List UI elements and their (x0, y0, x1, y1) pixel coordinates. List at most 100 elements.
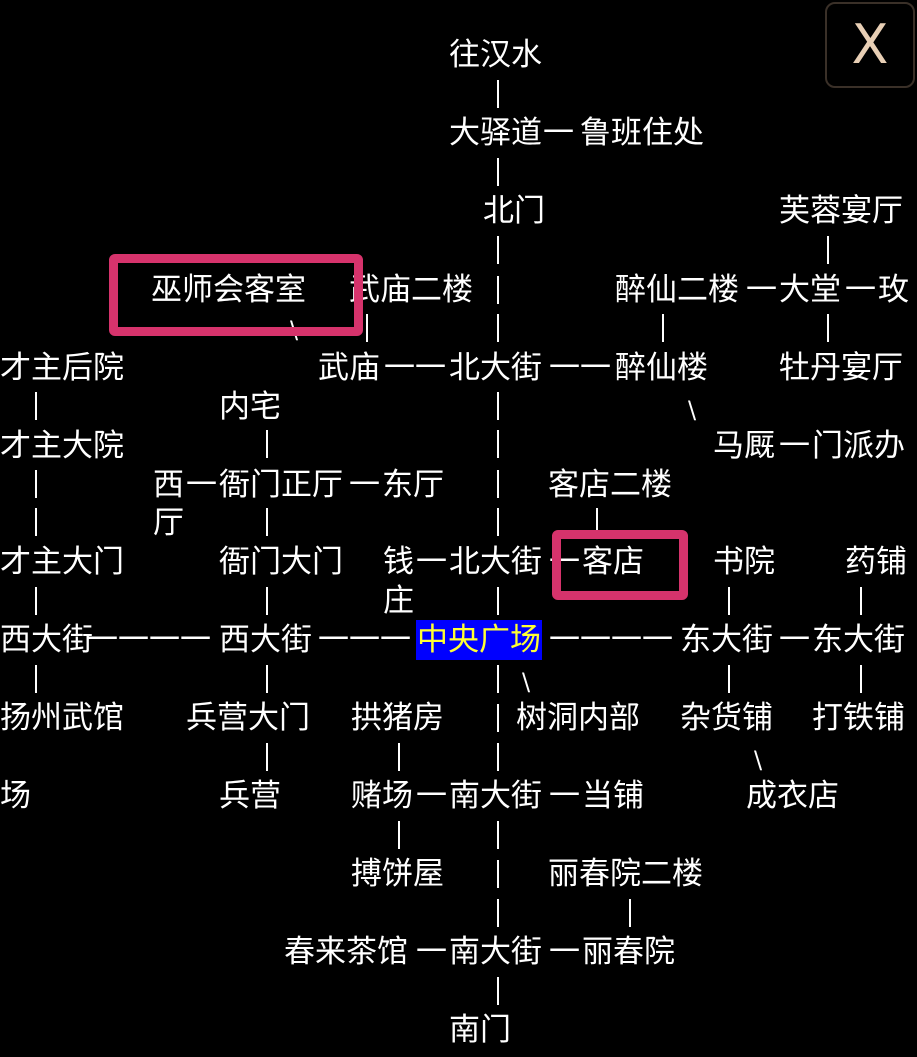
path-horizontal: 一 (186, 467, 217, 503)
room-kedian[interactable]: 客店 (582, 544, 644, 580)
room-menpai[interactable]: 门派办 (812, 428, 905, 464)
room-mapeng[interactable]: 马厩 (713, 428, 775, 464)
room-nandajie-south[interactable]: 南大街 (449, 934, 542, 970)
path-vertical (35, 470, 37, 498)
room-dongdajie-east[interactable]: 东大街 (812, 622, 905, 658)
path-horizontal: 一 (779, 428, 810, 464)
room-furong-yanting[interactable]: 芙蓉宴厅 (779, 193, 903, 229)
path-vertical (35, 587, 37, 615)
path-horizontal: 一 (549, 934, 580, 970)
room-shudong-neibu[interactable]: 树洞内部 (516, 700, 640, 736)
path-vertical (497, 508, 499, 536)
path-vertical (497, 860, 499, 888)
room-dayidao[interactable]: 大驿道 (449, 115, 542, 151)
close-button[interactable]: X (825, 2, 915, 88)
room-zahuopu[interactable]: 杂货铺 (680, 700, 773, 736)
room-neizhai[interactable]: 内宅 (219, 389, 281, 425)
path-vertical (728, 665, 730, 693)
close-icon: X (851, 13, 889, 76)
room-nanmen[interactable]: 南门 (449, 1012, 511, 1048)
path-horizontal: 一一一一 (87, 622, 211, 658)
room-wumiao-erlou[interactable]: 武庙二楼 (349, 272, 473, 308)
path-horizontal: 一 (549, 778, 580, 814)
path-horizontal: 一一 (549, 350, 611, 386)
room-bobingwu[interactable]: 搏饼屋 (351, 856, 444, 892)
path-vertical (497, 470, 499, 498)
room-zuixian-erlou[interactable]: 醉仙二楼 (615, 272, 739, 308)
room-chunlai-chaguan[interactable]: 春来茶馆 (284, 934, 408, 970)
path-vertical (35, 392, 37, 420)
room-lichunyuan-erlou[interactable]: 丽春院二楼 (548, 856, 703, 892)
room-kedian-erlou[interactable]: 客店二楼 (548, 467, 672, 503)
room-chengyidian[interactable]: 成衣店 (746, 778, 839, 814)
path-vertical (266, 665, 268, 693)
room-wang-hanshui[interactable]: 往汉水 (449, 37, 542, 73)
room-zuixianlou[interactable]: 醉仙楼 (615, 350, 708, 386)
room-luban-zhuchu[interactable]: 鲁班住处 (580, 115, 704, 151)
room-mei[interactable]: 玫 (878, 272, 909, 308)
room-nandajie[interactable]: 南大街 (449, 778, 542, 814)
room-wumiao[interactable]: 武庙 (318, 350, 380, 386)
path-vertical (728, 587, 730, 615)
room-shuyuan[interactable]: 书院 (713, 544, 775, 580)
path-diagonal: \ (688, 396, 697, 424)
path-vertical (497, 314, 499, 342)
path-vertical (497, 430, 499, 458)
room-ting[interactable]: 厅 (153, 505, 184, 541)
path-vertical (497, 743, 499, 771)
room-zhongyang-guangchang-current[interactable]: 中央广场 (416, 620, 542, 660)
path-vertical (662, 314, 664, 342)
room-xidajie[interactable]: 西大街 (219, 622, 312, 658)
room-yamen-damen[interactable]: 衙门大门 (219, 544, 343, 580)
path-horizontal: 一一一一 (549, 622, 673, 658)
path-vertical (266, 587, 268, 615)
path-vertical (497, 158, 499, 186)
path-diagonal: \ (754, 746, 763, 774)
path-vertical (366, 314, 368, 342)
room-datang[interactable]: 大堂 (779, 272, 841, 308)
room-dangpu[interactable]: 当铺 (582, 778, 644, 814)
path-horizontal: 一 (416, 544, 447, 580)
room-yangzhou-wuguan[interactable]: 扬州武馆 (0, 700, 124, 736)
room-gongzhufang[interactable]: 拱猪房 (351, 700, 444, 736)
room-lichunyuan[interactable]: 丽春院 (582, 934, 675, 970)
room-dongdajie[interactable]: 东大街 (680, 622, 773, 658)
path-horizontal: 一 (416, 778, 447, 814)
path-vertical (860, 665, 862, 693)
room-beidajie-south[interactable]: 北大街 (449, 544, 542, 580)
room-yamen-zhengting[interactable]: 衙门正厅 (219, 467, 343, 503)
room-xi[interactable]: 西 (153, 467, 184, 503)
path-vertical (497, 80, 499, 108)
path-vertical (827, 236, 829, 264)
room-beimen[interactable]: 北门 (483, 193, 545, 229)
room-yaopu[interactable]: 药铺 (845, 544, 907, 580)
room-datiepu[interactable]: 打铁铺 (812, 700, 905, 736)
path-horizontal: 一 (549, 544, 580, 580)
room-dongting[interactable]: 东厅 (382, 467, 444, 503)
room-caizhu-houyuan[interactable]: 才主后院 (0, 350, 124, 386)
path-horizontal: 一 (543, 115, 574, 151)
room-zhuang[interactable]: 庄 (383, 583, 414, 619)
room-bingying[interactable]: 兵营 (219, 778, 281, 814)
path-horizontal: 一 (746, 272, 777, 308)
path-vertical (497, 821, 499, 849)
path-vertical (596, 508, 598, 536)
path-horizontal: 一 (845, 272, 876, 308)
path-horizontal: 一 (416, 934, 447, 970)
path-vertical (266, 743, 268, 771)
room-xidajie-west[interactable]: 西大街 (0, 622, 93, 658)
path-vertical (266, 430, 268, 458)
room-mudan-yanting[interactable]: 牡丹宴厅 (779, 350, 903, 386)
room-qian[interactable]: 钱 (383, 544, 414, 580)
path-vertical (827, 314, 829, 342)
room-wushi-huikeshi[interactable]: 巫师会客室 (151, 272, 306, 308)
room-beidajie[interactable]: 北大街 (449, 350, 542, 386)
path-diagonal: \ (522, 668, 531, 696)
path-vertical (860, 587, 862, 615)
room-duchang[interactable]: 赌场 (351, 778, 413, 814)
room-caizhu-damen[interactable]: 才主大门 (0, 544, 124, 580)
path-vertical (497, 899, 499, 927)
room-chang[interactable]: 场 (0, 778, 31, 814)
room-caizhu-dayuan[interactable]: 才主大院 (0, 428, 124, 464)
room-bingying-damen[interactable]: 兵营大门 (186, 700, 310, 736)
